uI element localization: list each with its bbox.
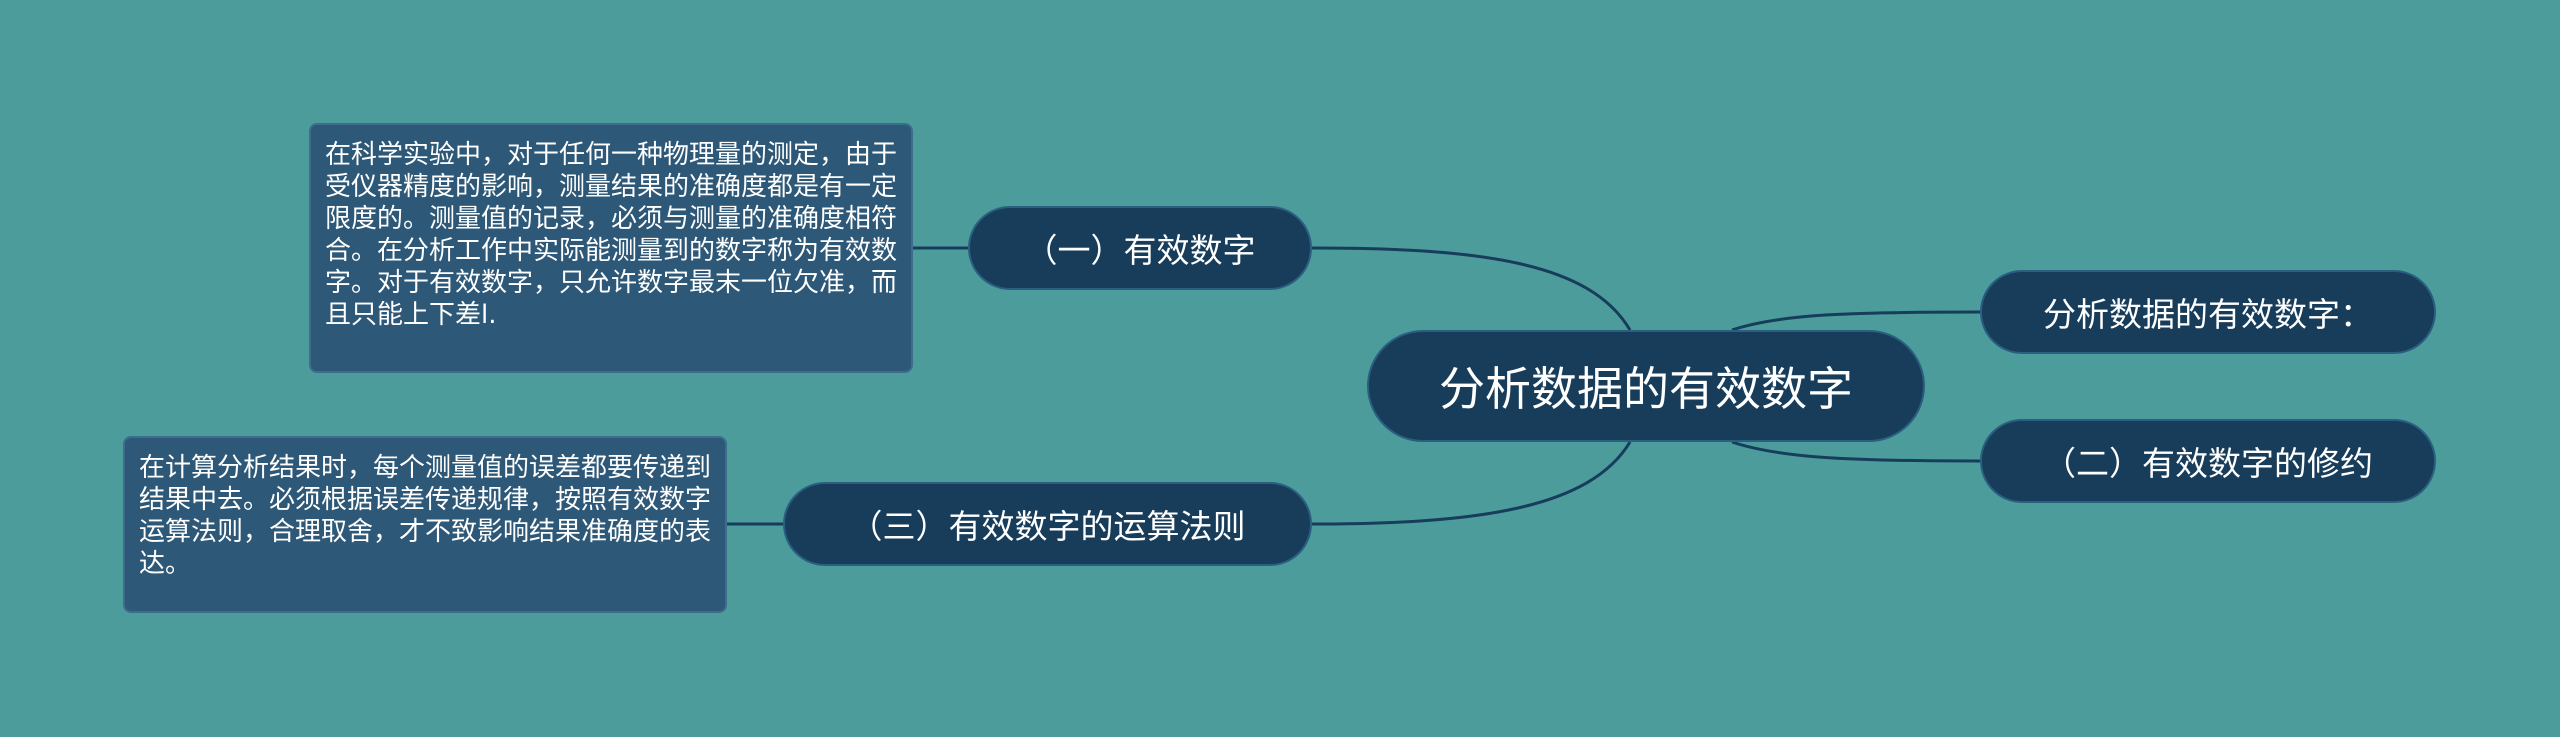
note-effective-digits[interactable]: 在科学实验中，对于任何一种物理量的测定，由于受仪器精度的影响，测量结果的准确度都…	[309, 123, 913, 373]
connector-central-to-one	[1311, 246, 1632, 331]
central-topic[interactable]: 分析数据的有效数字	[1367, 330, 1925, 442]
note-calculation-rules[interactable]: 在计算分析结果时，每个测量值的误差都要传递到结果中去。必须根据误差传递规律，按照…	[123, 436, 727, 613]
connector-central-to-three	[1311, 441, 1632, 526]
connector-central-to-right2	[1731, 440, 1981, 463]
branch-calculation-rules[interactable]: （三）有效数字的运算法则	[783, 482, 1312, 566]
branch-data-effective-digits[interactable]: 分析数据的有效数字：	[1980, 270, 2436, 354]
branch-rounding[interactable]: （二）有效数字的修约	[1980, 419, 2436, 503]
branch-effective-digits[interactable]: （一）有效数字	[968, 206, 1312, 290]
connector-central-to-right1	[1731, 310, 1981, 332]
